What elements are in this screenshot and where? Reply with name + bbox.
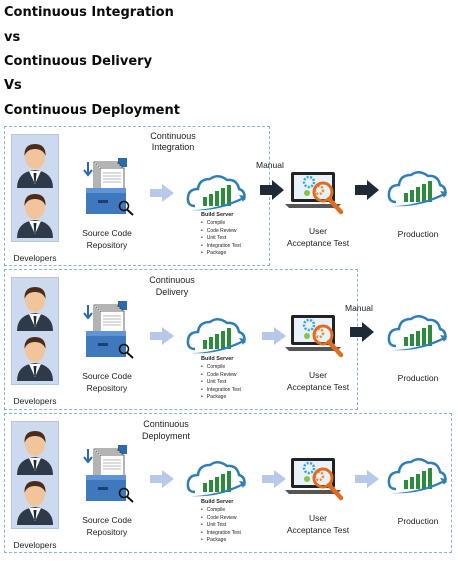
manual-arrow [260, 180, 284, 200]
repo-label-line2: Repository [86, 383, 128, 393]
file-cabinet-icon [83, 445, 134, 503]
repo-label-line2: Repository [86, 240, 128, 250]
build-server-title: Build Server [201, 212, 234, 218]
build-step: Integration Test [201, 387, 241, 395]
developers-label: Developers [13, 396, 57, 406]
auto-arrow [150, 470, 174, 488]
build-step: Unit Test [201, 379, 241, 387]
build-step: Unit Test [201, 235, 241, 243]
file-cabinet-icon [83, 158, 134, 216]
developer-person-icon [17, 287, 53, 331]
cloud-chart-icon [186, 318, 246, 354]
developer-person-icon [17, 337, 53, 381]
stage-title-line1: Continuous [149, 275, 195, 285]
repo-label-line2: Repository [86, 527, 128, 537]
heading-continuous-deployment: Continuous Deployment [4, 103, 180, 118]
build-step: Unit Test [201, 522, 241, 530]
build-steps-list: Compile Code Review Unit Test Integratio… [201, 220, 241, 258]
stage-title-line1: Continuous [150, 131, 196, 141]
ci-panel [4, 126, 270, 266]
stage-title-line2: Integration [151, 142, 195, 152]
production-label: Production [397, 373, 439, 383]
uat-label-line1: User [309, 370, 327, 380]
uat-label-line2: Acceptance Test [286, 238, 350, 248]
auto-arrow [150, 327, 174, 345]
manual-label: Manual [345, 303, 373, 313]
repo-label-line1: Source Code [82, 515, 132, 525]
laptop-gear-icon [285, 315, 344, 358]
build-step: Code Review [201, 228, 241, 236]
stage-title-line1: Continuous [143, 419, 189, 429]
developer-person-icon [17, 481, 53, 525]
developer-person-icon [17, 194, 53, 238]
developer-person-icon [17, 431, 53, 475]
stage-title-line2: Delivery [155, 287, 189, 297]
cdeploy-panel [4, 413, 452, 553]
manual-arrow [355, 180, 379, 200]
stage-title-line2: Deployment [141, 431, 191, 441]
build-step: Code Review [201, 372, 241, 380]
repo-label-line1: Source Code [82, 371, 132, 381]
build-server-title: Build Server [201, 499, 234, 505]
auto-arrow [150, 184, 174, 202]
build-step: Compile [201, 220, 241, 228]
file-cabinet-icon [83, 301, 134, 359]
build-step: Compile [201, 507, 241, 515]
build-step: Compile [201, 364, 241, 372]
auto-arrow [262, 327, 286, 345]
developers-label: Developers [13, 253, 57, 263]
cloud-chart-icon [186, 175, 246, 211]
build-step: Package [201, 537, 241, 545]
manual-label: Manual [256, 160, 284, 170]
repo-label-line1: Source Code [82, 228, 132, 238]
uat-label-line2: Acceptance Test [286, 382, 350, 392]
build-steps-list: Compile Code Review Unit Test Integratio… [201, 364, 241, 402]
laptop-gear-icon [285, 172, 344, 215]
build-steps-list: Compile Code Review Unit Test Integratio… [201, 507, 241, 545]
build-step: Code Review [201, 515, 241, 523]
heading-continuous-delivery: Continuous Delivery [4, 54, 153, 69]
uat-label-line1: User [309, 513, 327, 523]
manual-arrow [350, 322, 374, 342]
heading-vs-2: Vs [4, 78, 22, 93]
build-step: Package [201, 394, 241, 402]
uat-label-line2: Acceptance Test [286, 525, 350, 535]
auto-arrow [262, 470, 286, 488]
production-label: Production [397, 229, 439, 239]
cloud-chart-icon [387, 458, 447, 494]
build-step: Package [201, 250, 241, 258]
cloud-chart-icon [387, 315, 447, 351]
heading-vs-1: vs [4, 30, 21, 45]
cd-panel [4, 269, 358, 410]
uat-label-line1: User [309, 226, 327, 236]
build-server-title: Build Server [201, 356, 234, 362]
auto-arrow [355, 470, 379, 488]
build-step: Integration Test [201, 530, 241, 538]
cloud-chart-icon [387, 171, 447, 207]
heading-continuous-integration: Continuous Integration [4, 5, 174, 20]
build-step: Integration Test [201, 243, 241, 251]
developer-person-icon [17, 144, 53, 188]
production-label: Production [397, 516, 439, 526]
laptop-gear-icon [285, 458, 344, 501]
cloud-chart-icon [186, 461, 246, 497]
developers-label: Developers [13, 540, 57, 550]
